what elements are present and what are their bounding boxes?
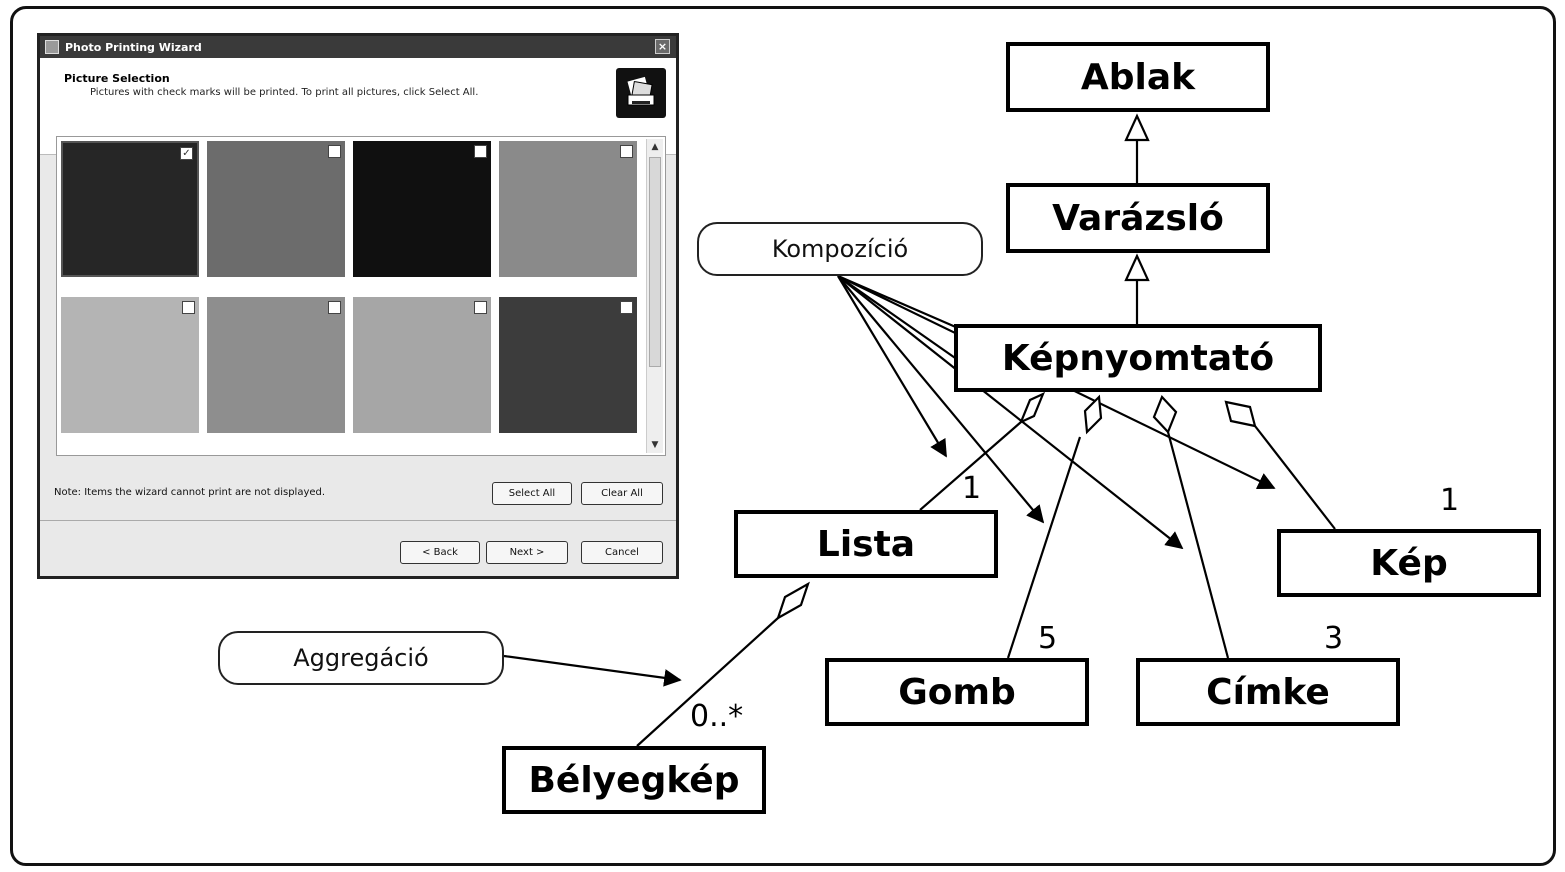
next-button[interactable]: Next > (486, 541, 568, 564)
scroll-thumb[interactable] (649, 157, 661, 367)
thumbnail-checkbox[interactable] (328, 145, 341, 158)
thumbnail-checkbox[interactable] (474, 145, 487, 158)
close-icon[interactable]: × (655, 39, 670, 54)
diagram-frame (10, 6, 1556, 866)
photo-printing-wizard-window: Photo Printing Wizard × Picture Selectio… (37, 33, 679, 579)
photo-thumbnail[interactable]: ✓ (61, 141, 199, 277)
picture-selection-list[interactable]: ✓ ▲ ▼ (56, 136, 666, 456)
class-cimke-label: Címke (1206, 671, 1330, 713)
scroll-up-icon[interactable]: ▲ (651, 142, 659, 152)
multiplicity-kep: 1 (1440, 483, 1460, 518)
thumbnail-scrollbar[interactable]: ▲ ▼ (646, 139, 663, 453)
header-title: Picture Selection (64, 72, 170, 85)
note-text: Note: Items the wizard cannot print are … (54, 487, 326, 498)
thumbnail-checkbox[interactable] (474, 301, 487, 314)
scroll-down-icon[interactable]: ▼ (651, 440, 659, 450)
class-gomb-label: Gomb (898, 671, 1016, 713)
class-lista: Lista (734, 510, 998, 578)
footer-divider (40, 520, 676, 521)
thumbnail-checkbox[interactable] (620, 301, 633, 314)
thumbnail-checkbox[interactable] (328, 301, 341, 314)
header-description: Pictures with check marks will be printe… (90, 87, 479, 98)
multiplicity-gomb: 5 (1038, 621, 1058, 656)
multiplicity-cimke: 3 (1324, 621, 1344, 656)
class-lista-label: Lista (816, 523, 916, 565)
multiplicity-belyegkep: 0..* (690, 699, 744, 734)
back-button[interactable]: < Back (400, 541, 480, 564)
composition-callout-label: Kompozíció (771, 235, 909, 263)
photo-thumbnail[interactable] (207, 297, 345, 433)
clear-all-button[interactable]: Clear All (581, 482, 663, 505)
window-titlebar: Photo Printing Wizard × (40, 36, 676, 58)
photo-thumbnail[interactable] (353, 297, 491, 433)
class-kep-label: Kép (1370, 542, 1448, 584)
window-title: Photo Printing Wizard (65, 40, 202, 54)
printer-app-icon (45, 40, 59, 54)
photo-thumbnail[interactable] (61, 297, 199, 433)
class-gomb: Gomb (825, 658, 1089, 726)
photo-thumbnail[interactable] (499, 297, 637, 433)
class-cimke: Címke (1136, 658, 1400, 726)
class-kepnyomtato: Képnyomtató (954, 324, 1322, 392)
class-ablak: Ablak (1006, 42, 1270, 112)
aggregation-callout-label: Aggregáció (293, 644, 429, 672)
cancel-button[interactable]: Cancel (581, 541, 663, 564)
thumbnail-checkbox[interactable] (620, 145, 633, 158)
class-varazslo: Varázsló (1006, 183, 1270, 253)
photo-thumbnail[interactable] (207, 141, 345, 277)
select-all-button[interactable]: Select All (492, 482, 572, 505)
class-ablak-label: Ablak (1080, 56, 1196, 98)
aggregation-callout: Aggregáció (218, 631, 504, 685)
class-kepnyomtato-label: Képnyomtató (1001, 337, 1275, 379)
class-belyegkep-label: Bélyegkép (528, 759, 740, 801)
thumbnail-checkbox[interactable]: ✓ (180, 147, 193, 160)
multiplicity-lista: 1 (962, 471, 982, 506)
thumbnail-checkbox[interactable] (182, 301, 195, 314)
composition-callout: Kompozíció (697, 222, 983, 276)
photo-thumbnail[interactable] (353, 141, 491, 277)
class-varazslo-label: Varázsló (1052, 197, 1224, 239)
class-kep: Kép (1277, 529, 1541, 597)
photo-thumbnail[interactable] (499, 141, 637, 277)
printer-photos-icon (616, 68, 666, 118)
class-belyegkep: Bélyegkép (502, 746, 766, 814)
